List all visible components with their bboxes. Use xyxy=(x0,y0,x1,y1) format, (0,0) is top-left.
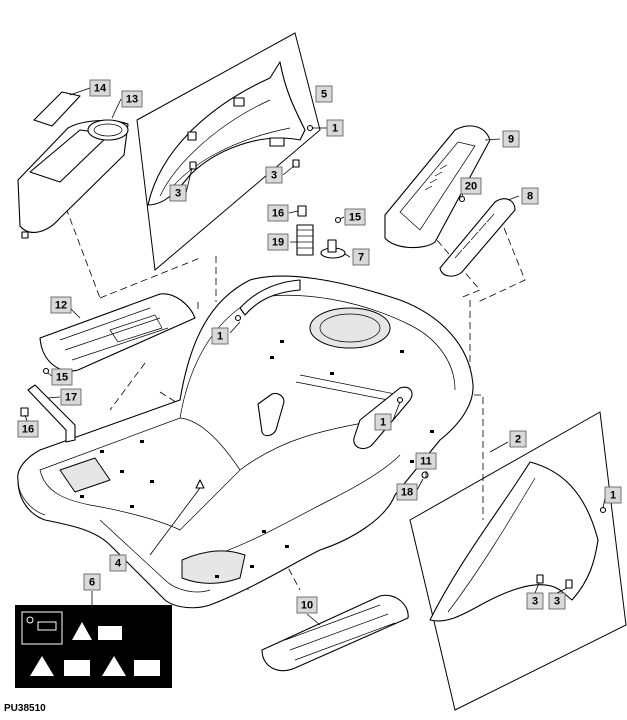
safety-decal xyxy=(15,591,172,688)
callout-box xyxy=(83,573,101,591)
callout-box xyxy=(548,592,566,610)
callout-box xyxy=(17,420,39,438)
callout-number: 3 xyxy=(175,188,181,200)
callout-number: 2 xyxy=(515,434,521,446)
callout-box xyxy=(415,452,437,470)
callout-number: 8 xyxy=(527,191,533,203)
callout-box xyxy=(509,430,527,448)
spring-hardware xyxy=(288,205,351,259)
callout-box xyxy=(50,296,72,314)
callout-16: 16 xyxy=(17,420,39,438)
callout-box xyxy=(60,388,82,406)
callout-3: 3 xyxy=(265,166,283,184)
callout-1: 1 xyxy=(604,486,622,504)
rear-fender xyxy=(147,61,327,206)
callout-box xyxy=(267,233,289,251)
callout-15: 15 xyxy=(51,368,73,386)
callout-box xyxy=(265,166,283,184)
callout-6: 6 xyxy=(83,573,101,591)
side-console xyxy=(17,87,129,239)
callout-box xyxy=(89,79,111,97)
callout-5: 5 xyxy=(315,85,333,103)
callout-16: 16 xyxy=(267,204,289,222)
callout-box xyxy=(396,483,418,501)
callout-box xyxy=(502,130,520,148)
callout-number: 1 xyxy=(380,417,386,429)
callout-7: 7 xyxy=(352,248,370,266)
callout-box xyxy=(296,596,318,614)
callout-number: 13 xyxy=(126,94,138,106)
callout-17: 17 xyxy=(60,388,82,406)
callout-12: 12 xyxy=(50,296,72,314)
callout-box xyxy=(109,554,127,572)
callout-box xyxy=(211,327,229,345)
fender-panel-frame xyxy=(136,32,321,271)
callout-1: 1 xyxy=(211,327,229,345)
callout-3: 3 xyxy=(548,592,566,610)
callout-number: 6 xyxy=(89,577,95,589)
callout-3: 3 xyxy=(169,184,187,202)
callout-number: 15 xyxy=(56,372,68,384)
callout-number: 1 xyxy=(332,123,338,135)
callout-10: 10 xyxy=(296,596,318,614)
callout-20: 20 xyxy=(460,177,482,195)
callout-number: 4 xyxy=(115,558,122,570)
callout-number: 3 xyxy=(554,596,560,608)
callout-3: 3 xyxy=(526,592,544,610)
callout-box xyxy=(526,592,544,610)
callout-14: 14 xyxy=(89,79,111,97)
callout-box xyxy=(460,177,482,195)
callout-1: 1 xyxy=(374,413,392,431)
callout-19: 19 xyxy=(267,233,289,251)
callout-number: 16 xyxy=(272,208,284,220)
callout-1: 1 xyxy=(326,119,344,137)
callout-8: 8 xyxy=(521,187,539,205)
callout-18: 18 xyxy=(396,483,418,501)
callout-13: 13 xyxy=(121,90,143,108)
callout-box xyxy=(604,486,622,504)
callout-number: 1 xyxy=(610,490,616,502)
callout-number: 3 xyxy=(532,596,538,608)
figure-code: PU38510 xyxy=(4,703,46,714)
callout-number: 3 xyxy=(271,170,277,182)
callout-box xyxy=(315,85,333,103)
callout-number: 9 xyxy=(508,134,514,146)
callout-number: 1 xyxy=(217,331,223,343)
callout-box xyxy=(169,184,187,202)
callout-9: 9 xyxy=(502,130,520,148)
callout-number: 16 xyxy=(22,424,34,436)
callout-11: 11 xyxy=(415,452,437,470)
callout-number: 7 xyxy=(358,252,364,264)
callout-box xyxy=(352,248,370,266)
main-chassis xyxy=(17,275,474,609)
callout-number: 19 xyxy=(272,237,284,249)
callout-number: 10 xyxy=(301,600,313,612)
left-foot-mat xyxy=(39,293,196,372)
callout-box xyxy=(326,119,344,137)
callout-number: 11 xyxy=(420,456,432,468)
callout-box xyxy=(121,90,143,108)
callout-number: 5 xyxy=(321,89,327,101)
callout-number: 18 xyxy=(401,487,413,499)
right-foot-mat xyxy=(261,594,409,672)
callout-number: 20 xyxy=(465,181,477,193)
callout-number: 17 xyxy=(65,392,77,404)
callout-number: 15 xyxy=(349,212,361,224)
callout-box xyxy=(51,368,73,386)
callout-2: 2 xyxy=(509,430,527,448)
callout-box xyxy=(374,413,392,431)
callout-box xyxy=(521,187,539,205)
dash-panels xyxy=(384,125,520,277)
front-fender xyxy=(409,411,627,711)
callout-number: 14 xyxy=(94,83,107,95)
callout-box xyxy=(267,204,289,222)
callout-number: 12 xyxy=(55,300,67,312)
bracket-hardware xyxy=(20,367,76,443)
callout-4: 4 xyxy=(109,554,127,572)
callout-box xyxy=(344,208,366,226)
callout-15: 15 xyxy=(344,208,366,226)
